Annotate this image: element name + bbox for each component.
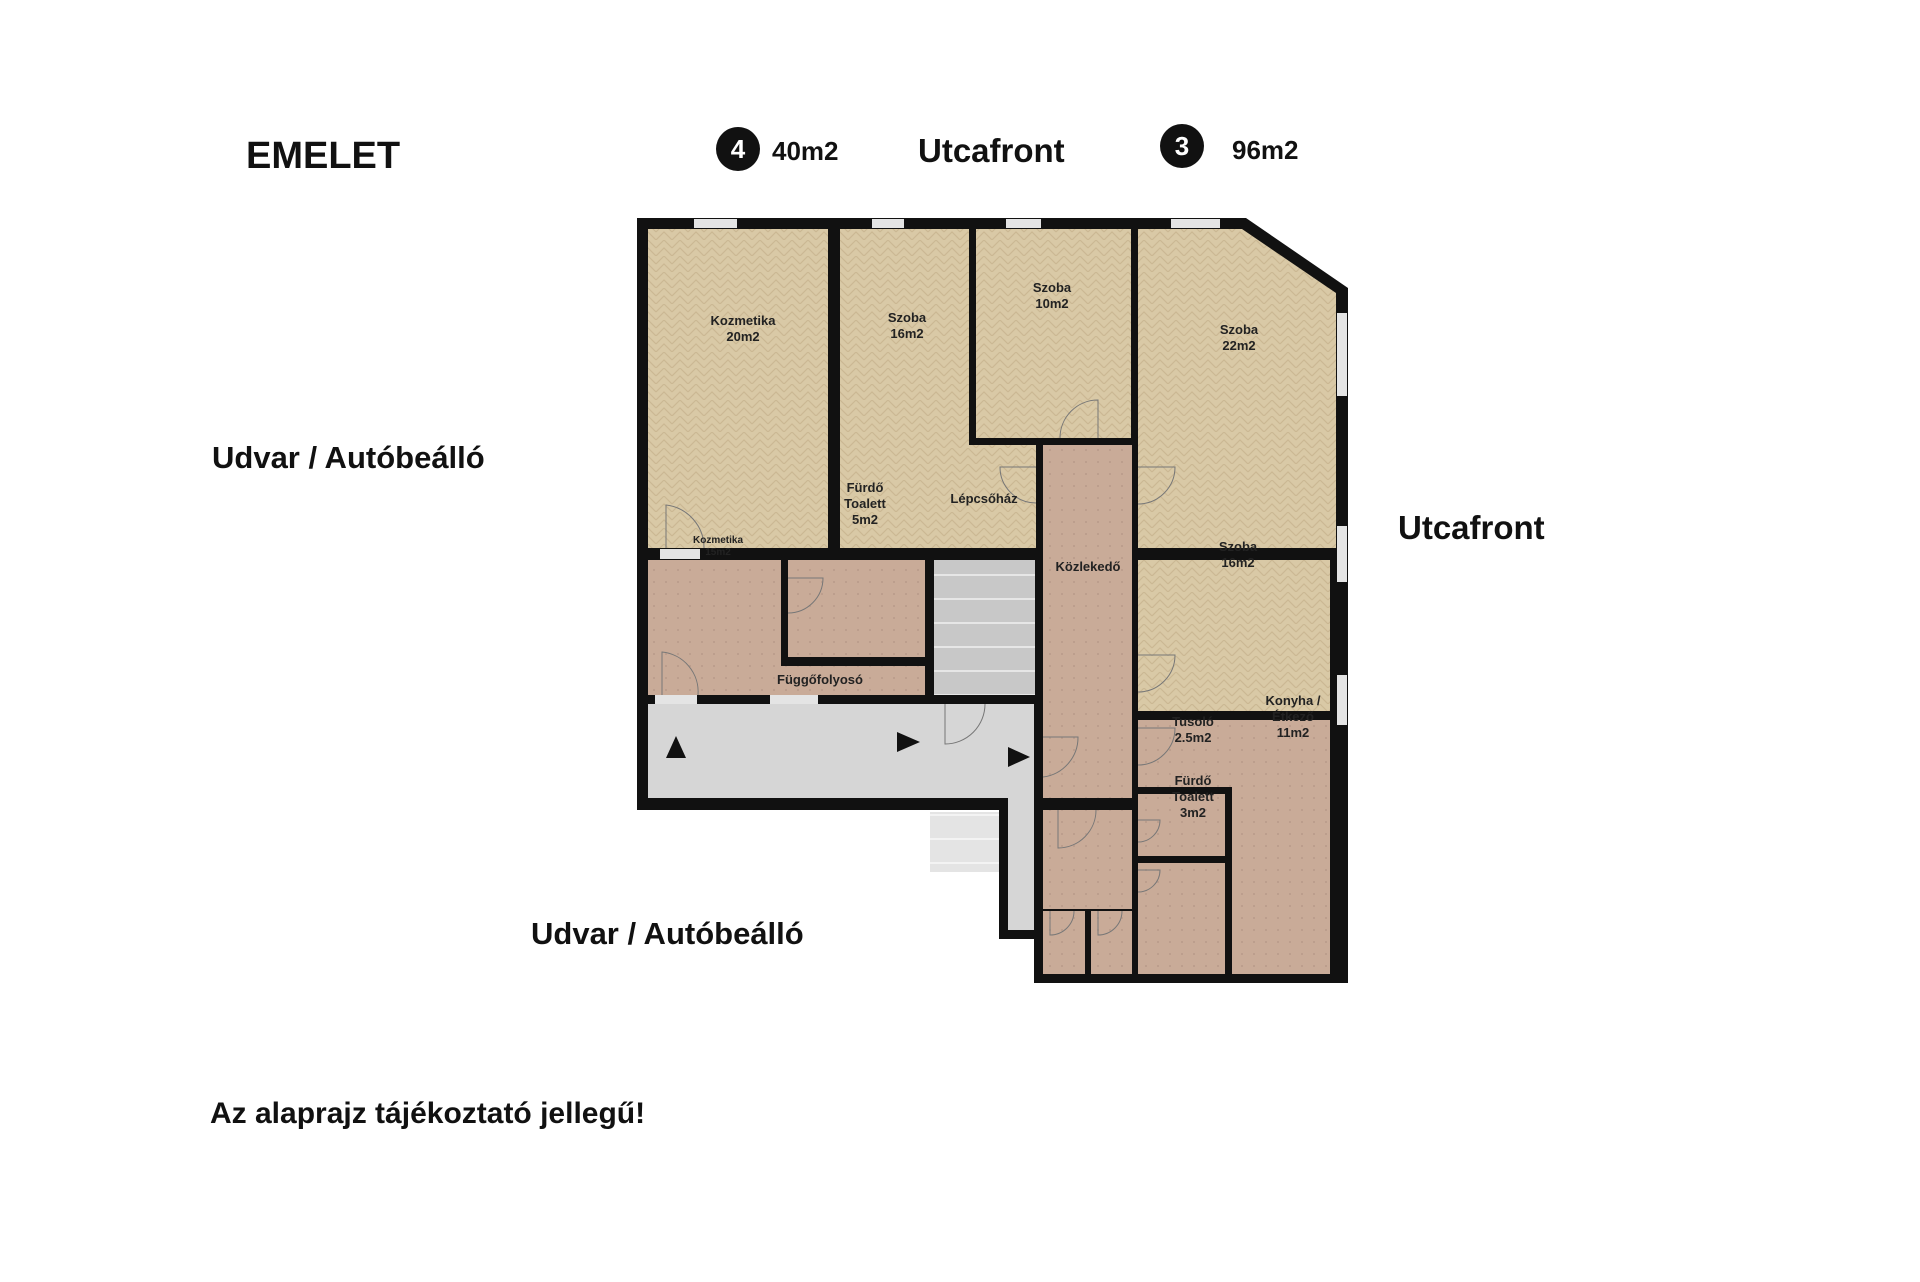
entrance-arrow-up-icon: [666, 736, 686, 758]
windows: [655, 219, 1347, 725]
room-tusolo: [1138, 794, 1225, 856]
svg-text:Lépcsőház: Lépcsőház: [950, 491, 1018, 506]
room-lepcsohaz: [934, 560, 1035, 695]
svg-text:Függőfolyosó: Függőfolyosó: [777, 672, 863, 687]
courtyard-left-label: Udvar / Autóbeálló: [212, 440, 485, 475]
room-konyha: [1138, 720, 1330, 974]
disclaimer: Az alaprajz tájékoztató jellegű!: [210, 1097, 646, 1130]
room-furdo-3: [1138, 863, 1225, 974]
room-hall: [1043, 810, 1132, 909]
unit-4-area: 40m2: [772, 136, 839, 166]
room-szoba-22: [1138, 229, 1336, 548]
entrance-arrow-right-icon: [1008, 747, 1030, 767]
room-kozmetika-20: [648, 229, 828, 548]
room-szoba-16a-ext: [969, 445, 1036, 548]
room-kozmetika-15: [648, 560, 925, 695]
room-wc-2: [1091, 911, 1132, 974]
unit-3-area: 96m2: [1232, 135, 1299, 165]
room-fuggofolyoso: [648, 704, 1034, 798]
street-front-top-label: Utcafront: [918, 132, 1065, 169]
room-szoba-16b: [1138, 560, 1330, 711]
floor-title: EMELET: [246, 135, 401, 177]
exterior-stairs: [930, 812, 999, 872]
unit-4-badge: 4: [716, 127, 760, 171]
doors: [661, 399, 1176, 936]
svg-text:Közlekedő: Közlekedő: [1055, 559, 1120, 574]
courtyard-bottom-label: Udvar / Autóbeálló: [531, 916, 804, 951]
room-fuggofolyoso-strip: [1008, 798, 1034, 930]
unit-3-badge: 3: [1160, 124, 1204, 168]
room-furdo-5: [788, 560, 925, 657]
street-front-right-label: Utcafront: [1398, 509, 1545, 546]
room-wc-1: [1043, 911, 1085, 974]
room-szoba-16a: [840, 229, 969, 548]
stairs-arrow-right-icon: [897, 732, 920, 752]
room-szoba-10: [976, 229, 1131, 438]
room-kozlekedo: [1043, 445, 1132, 798]
